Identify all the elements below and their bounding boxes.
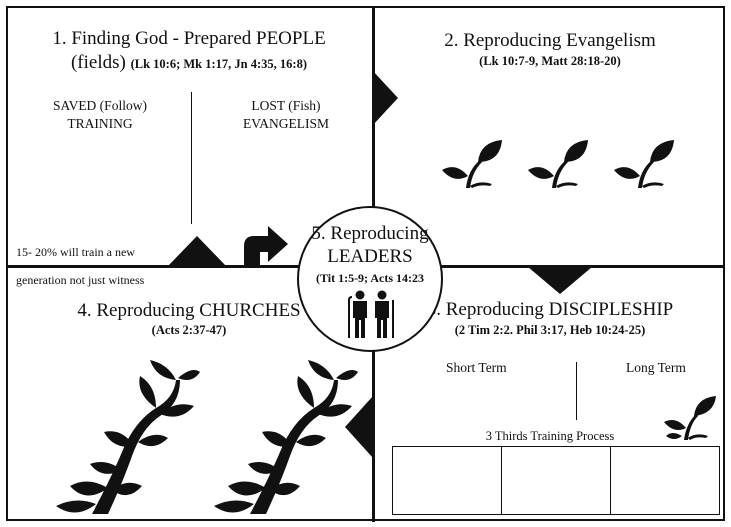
center-title-line1: 5. Reproducing [311, 223, 429, 244]
triangle-pointer-down [528, 267, 592, 294]
triangle-pointer-up [168, 236, 226, 266]
q3-refs: (2 Tim 2:2. Phil 3:17, Heb 10:24-25) [454, 323, 646, 337]
sprout-icon [442, 140, 502, 188]
q2-refs: (Lk 10:7-9, Matt 28:18-20) [479, 54, 621, 68]
process-cell-1 [393, 447, 502, 514]
diagram-frame [6, 6, 725, 521]
triangle-pointer-right [372, 70, 398, 126]
q3-short-term-label: Short Term [446, 360, 507, 375]
q1-separator [191, 92, 192, 224]
q1-title: 1. Finding God - Prepared PEOPLE [52, 28, 326, 49]
center-circle [297, 206, 443, 352]
q3-title: 3. Reproducing DISCIPLESHIP [426, 299, 674, 320]
sprout-icon [528, 140, 588, 188]
vine-icon [214, 360, 358, 514]
q1-evangelism-label: EVANGELISM [242, 116, 329, 131]
vine-icon [56, 360, 200, 514]
q1-saved-label: SAVED (Follow) [53, 98, 147, 113]
q4-refs: (Acts 2:37-47) [151, 323, 227, 337]
sprout-icon [664, 396, 716, 440]
q1-note-line2: generation not just witness [16, 273, 145, 287]
q3-long-term-label: Long Term [626, 360, 686, 375]
center-title-line2: LEADERS [327, 246, 413, 267]
q1-lost-label: LOST (Fish) [251, 98, 321, 113]
q3-separator [576, 362, 577, 420]
q1-note-line1: 15- 20% will train a new [16, 245, 135, 259]
sprout-icon [614, 140, 674, 188]
q1-refs: (Lk 10:6; Mk 1:17, Jn 4:35, 16:8) [130, 57, 307, 71]
q1-subtitle-fields: (fields) [70, 52, 131, 73]
q2-title: 2. Reproducing Evangelism [444, 30, 656, 51]
q3-process-label: 3 Thirds Training Process [485, 429, 615, 443]
process-table [392, 446, 720, 515]
center-refs: (Tit 1:5-9; Acts 14:23 [315, 271, 425, 285]
q1-training-label: TRAINING [67, 116, 133, 131]
process-cell-3 [611, 447, 719, 514]
q4-title: 4. Reproducing CHURCHES [77, 300, 301, 321]
turn-arrow-icon [244, 226, 288, 268]
leaders-icon [348, 290, 394, 338]
q1-subtitle: (fields) (Lk 10:6; Mk 1:17, Jn 4:35, 16:… [6, 52, 372, 74]
process-cell-2 [502, 447, 611, 514]
triangle-pointer-left [345, 396, 373, 458]
